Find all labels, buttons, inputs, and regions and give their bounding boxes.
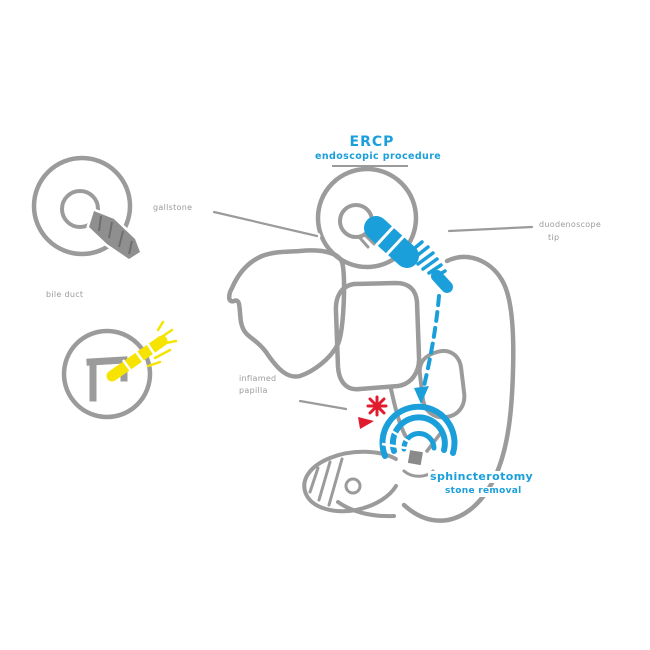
anatomy-outlines [227, 166, 516, 523]
title-divider-rule [332, 165, 408, 167]
bowel-loop-line [336, 500, 396, 519]
label-bile-duct: bile duct [44, 290, 86, 300]
guidewire-dashes [422, 294, 441, 388]
diagram-title: ERCP [330, 134, 414, 151]
label-gallstone: gallstone [151, 203, 195, 213]
label-scope-tip-line1: duodenoscope [537, 220, 604, 230]
inflammation-marks [358, 395, 388, 429]
stone-blob [89, 211, 140, 259]
leader-scope-tip [447, 225, 534, 233]
scope-head-stripes [308, 457, 344, 507]
endoscope-tip [431, 270, 453, 293]
papilla-arc-middle [389, 414, 448, 454]
cutter-wire-sparks [106, 320, 178, 382]
label-scope-tip-line2: tip [546, 233, 562, 243]
red-arrow [358, 417, 374, 429]
label-procedure-line2: stone removal [443, 486, 524, 497]
upper-inset-circle [315, 166, 419, 270]
leader-stone [212, 210, 319, 238]
pylorus-connector [389, 387, 408, 439]
stone-blob-stripes [98, 215, 133, 255]
sphincterotome-inset-circle [61, 328, 153, 420]
label-procedure-line1: sphincterotomy [428, 470, 536, 484]
endoscope-body [364, 216, 419, 268]
cutter-rod [106, 335, 168, 382]
leader-lines [210, 208, 536, 413]
red-asterisk [366, 395, 388, 417]
label-papilla-line2: papilla [237, 386, 270, 396]
stone-inset-circle [31, 155, 133, 257]
papilla-arcs [379, 403, 458, 459]
sphincterotome-inset [61, 320, 178, 420]
spark-lines [146, 320, 178, 368]
leader-papilla [298, 399, 348, 411]
guidewire-arrowhead [414, 386, 429, 404]
endoscope-bending-hatch [408, 240, 447, 279]
stomach-outline [333, 280, 422, 392]
diagram-subtitle: endoscopic procedure [313, 151, 442, 163]
label-papilla-line1: inflamed [237, 374, 279, 384]
papilla-arc-gaps [381, 428, 420, 452]
stone-inset [31, 155, 143, 262]
scope-head-lens [344, 477, 362, 495]
scope-head-outline [302, 449, 398, 514]
papilla-arc-outer [379, 403, 458, 459]
body-right-outline [401, 254, 516, 523]
endoscope [364, 216, 453, 293]
papilla-orifice [407, 450, 423, 466]
papilla-arc-inner [401, 431, 437, 452]
guidewire [414, 294, 441, 404]
cutter-rod-segments [121, 342, 157, 372]
endoscope-body-segments [375, 224, 406, 256]
liver-outline [227, 248, 347, 379]
stone-inset-inner-ring [60, 189, 100, 229]
